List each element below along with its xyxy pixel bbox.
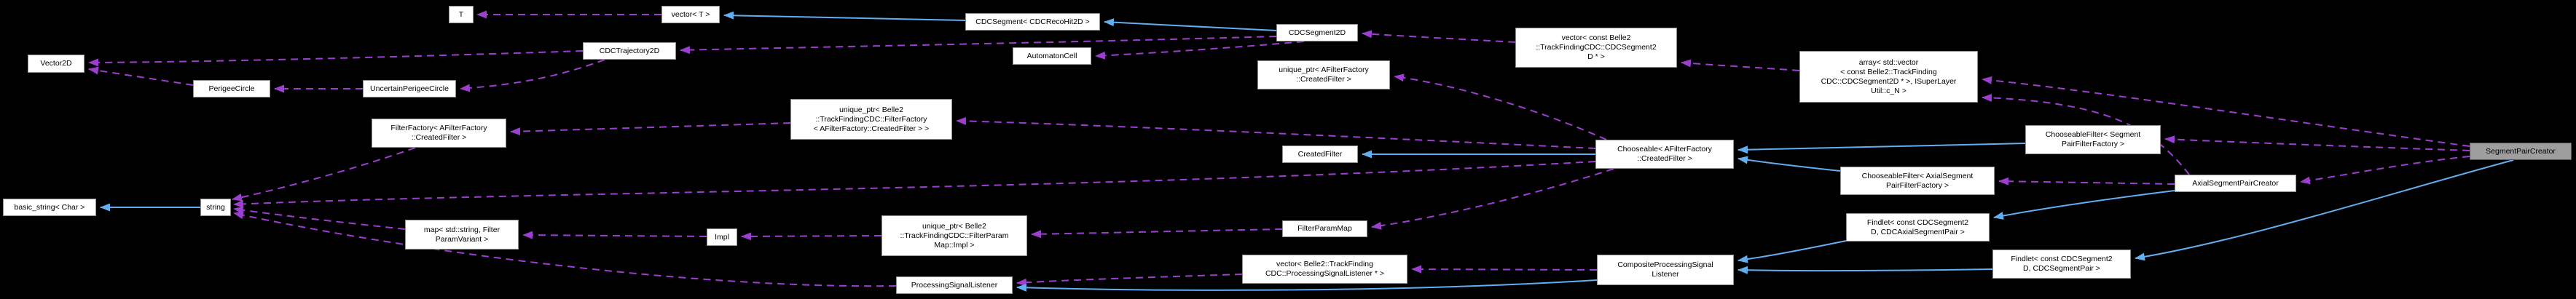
edge-spc-to-array — [1982, 76, 2470, 147]
class-node-uptr_created[interactable]: unique_ptr< AFilterFactory ::CreatedFilt… — [1257, 60, 1390, 89]
class-node-cdctraj[interactable]: CDCTrajectory2D — [583, 42, 676, 60]
edge-spc-to-findlet_seg — [2135, 159, 2514, 261]
class-node-basicstring[interactable]: basic_string< Char > — [3, 199, 96, 216]
edge-chooseable-to-string — [233, 161, 1596, 208]
class-node-cpsl[interactable]: CompositeProcessingSignal Listener — [1597, 255, 1734, 285]
edge-vecseg-to-cdcsegment2d — [1362, 30, 1516, 43]
class-node-ff[interactable]: FilterFactory< AFilterFactory ::CreatedF… — [372, 119, 506, 148]
edge-cdcsegment2d-to-automaton — [1095, 41, 1305, 60]
edge-vecpsl-to-psl — [1016, 274, 1243, 287]
edge-array-to-vecseg — [1681, 59, 1800, 71]
class-node-vecseg[interactable]: vector< const Belle2 ::TrackFindingCDC::… — [1515, 28, 1677, 68]
class-node-cdcsegment2d[interactable]: CDCSegment2D — [1276, 24, 1358, 41]
class-node-t[interactable]: T — [449, 6, 474, 23]
edge-cdcsegment2d-to-cdcsegment — [1104, 18, 1277, 31]
edge-map-to-string — [233, 206, 406, 230]
class-node-vector_t[interactable]: vector< T > — [661, 6, 720, 23]
edge-cdcsegment2d-to-cdctraj — [680, 36, 1277, 55]
class-node-chooseable[interactable]: Chooseable< AFilterFactory ::CreatedFilt… — [1595, 140, 1734, 169]
class-node-findlet_axial[interactable]: Findlet< const CDCSegment2 D, CDCAxialSe… — [1846, 213, 1990, 242]
class-node-cdcsegment[interactable]: CDCSegment< CDCRecoHit2D > — [965, 13, 1100, 31]
edge-cpsl-to-psl — [1016, 279, 1598, 292]
edge-fpm-to-uptr_impl — [1031, 228, 1283, 239]
edge-cdcsegment-to-vector_t — [723, 11, 966, 21]
edge-aspc-to-findlet_axial — [1993, 190, 2175, 220]
edge-chooseable-to-uptr_ff — [956, 116, 1596, 149]
edge-aspc-to-chfilter_axial — [1998, 177, 2175, 186]
edge-chfilter_seg-to-chooseable — [1737, 143, 2026, 154]
class-node-map[interactable]: map< std::string, Filter ParamVariant > — [405, 220, 519, 250]
edge-aspc-to-array — [1982, 93, 2190, 175]
edge-ff-to-string — [232, 147, 416, 202]
edge-perigee-to-vector2d — [88, 66, 194, 86]
edge-spc-to-aspc — [2300, 156, 2470, 185]
edge-findlet_axial-to-cpsl — [1737, 240, 1847, 263]
edge-spc-to-chfilter_seg — [2164, 135, 2470, 151]
edge-cpsl-to-vecpsl — [1411, 265, 1598, 274]
edge-chooseable-to-fpm — [1371, 168, 1614, 230]
edge-chooseable-to-uptr_created — [1394, 73, 1607, 140]
class-node-psl[interactable]: ProcessingSignalListener — [896, 276, 1013, 294]
edge-chfilter_axial-to-chooseable — [1737, 156, 1841, 172]
class-node-uptr_impl[interactable]: unique_ptr< Belle2 ::TrackFindingCDC::Fi… — [881, 215, 1027, 256]
class-node-fpm[interactable]: FilterParamMap — [1282, 220, 1367, 237]
class-node-spc[interactable]: SegmentPairCreator — [2470, 143, 2572, 160]
class-node-chfilter_seg[interactable]: ChooseableFilter< Segment PairFilterFact… — [2025, 125, 2161, 154]
edge-impl-to-map — [522, 231, 707, 239]
edge-cdctraj-to-uncertain — [460, 59, 605, 92]
class-node-vector2d[interactable]: Vector2D — [28, 55, 85, 73]
class-node-uncertain[interactable]: UncertainPerigeeCircle — [363, 80, 456, 97]
class-node-perigee[interactable]: PerigeeCircle — [193, 80, 270, 97]
class-node-automaton[interactable]: AutomatonCell — [1013, 47, 1091, 65]
edge-cdctraj-to-vector2d — [88, 50, 584, 67]
class-node-string[interactable]: string — [200, 199, 231, 216]
edge-uptr_ff-to-ff — [510, 122, 791, 136]
class-node-aspc[interactable]: AxialSegmentPairCreator — [2175, 175, 2296, 192]
class-node-array[interactable]: array< std::vector < const Belle2::Track… — [1799, 51, 1978, 103]
class-node-uptr_ff[interactable]: unique_ptr< Belle2 ::TrackFindingCDC::Fi… — [790, 99, 952, 140]
class-node-createdfilter[interactable]: CreatedFilter — [1282, 145, 1358, 163]
class-node-findlet_seg[interactable]: Findlet< const CDCSegment2 D, CDCSegment… — [1992, 250, 2131, 279]
edge-findlet_seg-to-cpsl — [1737, 266, 1993, 274]
class-node-chfilter_axial[interactable]: ChooseableFilter< AxialSegment PairFilte… — [1840, 167, 1995, 195]
edge-psl-to-string — [233, 211, 897, 287]
class-node-vecpsl[interactable]: vector< Belle2::TrackFinding CDC::Proces… — [1242, 255, 1407, 284]
class-node-impl[interactable]: Impl — [707, 228, 737, 246]
